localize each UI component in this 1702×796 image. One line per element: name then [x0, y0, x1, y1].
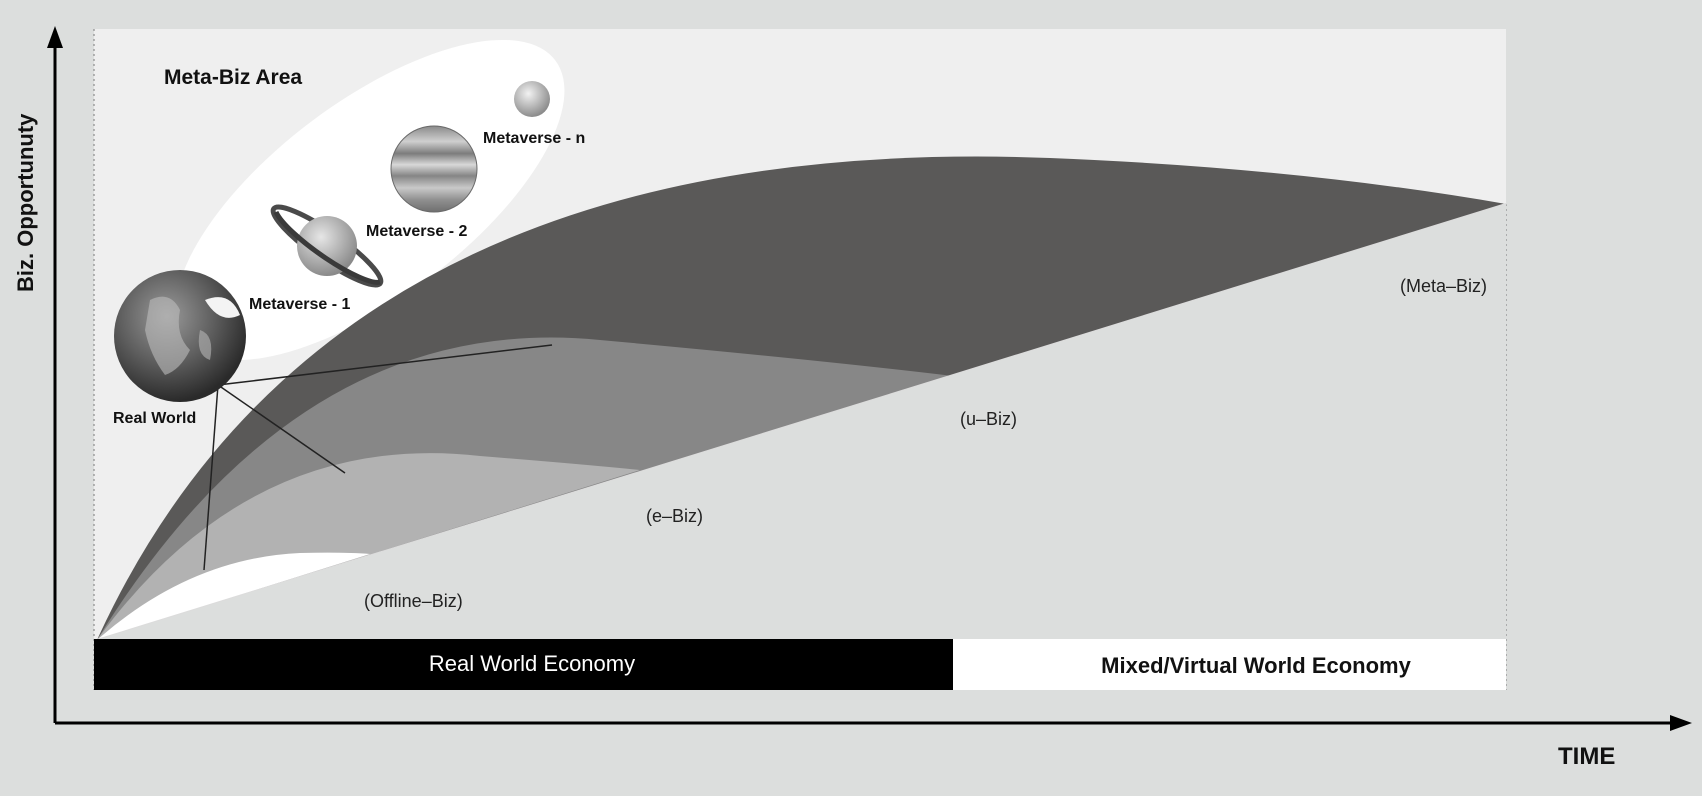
x-axis-arrow-icon	[1670, 715, 1692, 731]
saturn-icon	[270, 204, 384, 288]
real-world-economy-label: Real World Economy	[429, 651, 635, 676]
jupiter-icon	[390, 125, 478, 213]
real-world-economy-bar	[94, 639, 953, 690]
offline-biz-label: (Offline–Biz)	[364, 591, 463, 611]
metaverse-2-label: Metaverse - 2	[366, 223, 467, 240]
connector-offline	[203, 384, 219, 571]
real-world-label: Real World	[113, 410, 196, 427]
metaverse-n-label: Metaverse - n	[483, 130, 585, 147]
meta-biz-ellipse	[175, 39, 565, 361]
connector-ubiz	[217, 344, 553, 386]
y-axis-arrow-icon	[47, 26, 63, 48]
metaverse-1-label: Metaverse - 1	[249, 296, 350, 313]
small-moon-icon	[514, 81, 550, 117]
mixed-virtual-economy-bar	[953, 639, 1506, 690]
connector-ebiz	[217, 384, 346, 474]
meta-biz-label: (Meta–Biz)	[1400, 276, 1487, 296]
y-axis-label: Biz. Opportunuty	[13, 113, 38, 292]
meta-biz-area-title: Meta-Biz Area	[164, 66, 302, 89]
lower-region	[97, 204, 1506, 640]
x-axis-label: TIME	[1558, 743, 1615, 770]
u-biz-label: (u–Biz)	[960, 409, 1017, 429]
earth-icon	[114, 270, 246, 402]
mixed-virtual-economy-label: Mixed/Virtual World Economy	[1101, 653, 1411, 678]
e-biz-label: (e–Biz)	[646, 506, 703, 526]
